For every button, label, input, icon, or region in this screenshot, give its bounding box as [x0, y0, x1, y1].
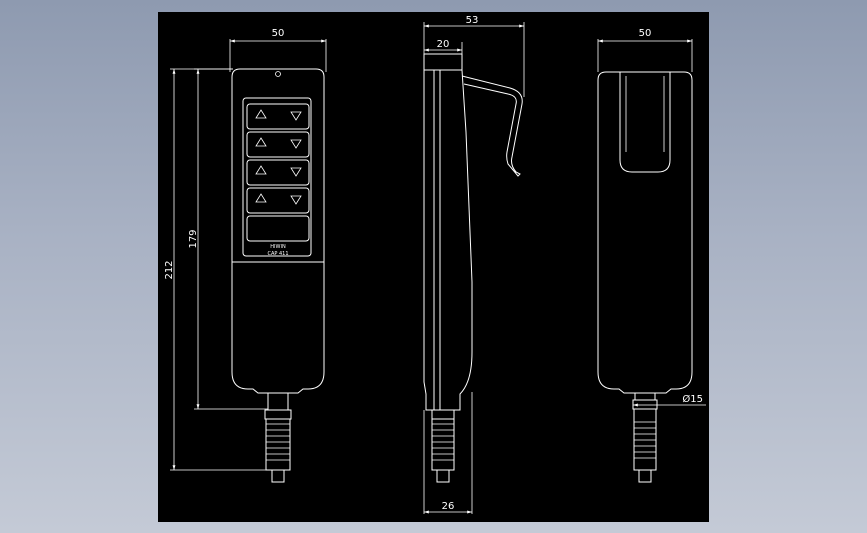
- front-body-height-dimension: 179: [188, 68, 268, 410]
- keypad-row-1: [246, 103, 310, 130]
- status-led-icon: [275, 71, 281, 77]
- brand-label: HIWIN: [270, 244, 286, 250]
- side-overall-dimension: 53: [423, 15, 525, 97]
- up-arrow-icon: [255, 109, 267, 119]
- down-arrow-icon: [290, 111, 302, 121]
- side-view: 53 20: [423, 15, 525, 514]
- rear-cable-strain-relief: [632, 393, 658, 483]
- front-view: 50 212 179: [164, 28, 327, 483]
- keypad-blank-key: [246, 215, 310, 242]
- keypad-key-4: [246, 187, 310, 214]
- up-arrow-icon: [255, 137, 267, 147]
- side-body-outline: [423, 53, 473, 411]
- keypad-key-2: [246, 131, 310, 158]
- front-overall-height-label: 212: [164, 260, 175, 279]
- technical-drawing: 50 212 179: [164, 15, 706, 514]
- rear-width-label: 50: [639, 28, 652, 39]
- side-belt-clip: [461, 75, 523, 177]
- rear-view: 50 Ø15: [597, 28, 706, 483]
- keypad-key-1: [246, 103, 310, 130]
- keypad-key-3: [246, 159, 310, 186]
- front-cable-strain-relief: [264, 393, 292, 483]
- front-width-dimension: 50: [229, 28, 327, 72]
- drawing-canvas: 50 212 179: [158, 12, 709, 522]
- side-base-label: 26: [442, 501, 455, 512]
- rear-body-outline: [597, 71, 693, 394]
- keypad-row-3: [246, 159, 310, 186]
- keypad-row-4: [246, 187, 310, 214]
- up-arrow-icon: [255, 193, 267, 203]
- rear-belt-clip: [619, 72, 671, 173]
- side-base-dimension: 26: [423, 392, 473, 514]
- rear-cable-diameter-dimension: Ø15: [633, 393, 706, 407]
- side-body-dimension: 20: [424, 39, 463, 56]
- keypad-panel: [242, 97, 312, 257]
- side-overall-label: 53: [466, 15, 479, 26]
- down-arrow-icon: [290, 139, 302, 149]
- front-body-height-label: 179: [188, 229, 199, 248]
- keypad-row-2: [246, 131, 310, 158]
- front-body-outline: [231, 68, 325, 394]
- side-cable-strain-relief: [431, 409, 455, 483]
- front-width-label: 50: [272, 28, 285, 39]
- rear-cable-diameter-label: Ø15: [682, 393, 703, 405]
- down-arrow-icon: [290, 195, 302, 205]
- up-arrow-icon: [255, 165, 267, 175]
- down-arrow-icon: [290, 167, 302, 177]
- side-body-label: 20: [437, 39, 450, 50]
- model-label: CAP 411: [267, 251, 288, 257]
- rear-width-dimension: 50: [597, 28, 693, 72]
